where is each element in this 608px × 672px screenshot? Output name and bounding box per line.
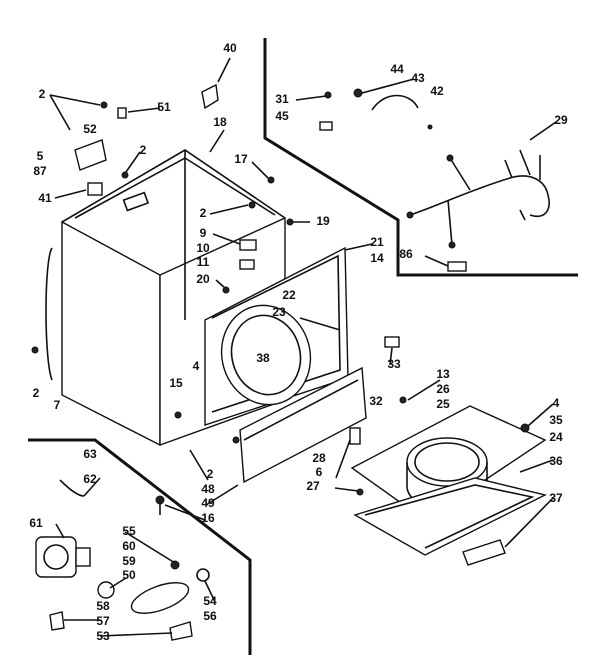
callout-label: 21 xyxy=(370,235,384,249)
callout-label: 4 xyxy=(553,396,560,410)
callout-label: 9 xyxy=(200,226,207,240)
callout-label: 57 xyxy=(96,614,110,628)
callout-label: 18 xyxy=(213,115,227,129)
callout-label: 41 xyxy=(38,191,52,205)
callout-label: 24 xyxy=(549,430,563,444)
motor-assembly xyxy=(35,479,210,641)
callout-label: 19 xyxy=(316,214,330,228)
callout-label: 87 xyxy=(33,164,47,178)
section-border-motor xyxy=(28,438,252,655)
callout-label: 29 xyxy=(554,113,568,127)
callout-label: 86 xyxy=(399,247,413,261)
hardware-parts xyxy=(31,83,530,515)
callout-label: 15 xyxy=(169,376,183,390)
callout-label: 63 xyxy=(83,447,97,461)
callout-label: 27 xyxy=(306,479,320,493)
callout-label: 38 xyxy=(256,351,270,365)
callout-label: 55 xyxy=(122,524,136,538)
callout-label: 35 xyxy=(549,413,563,427)
callout-label: 45 xyxy=(275,109,289,123)
callout-label: 11 xyxy=(197,255,210,269)
callout-label: 2 xyxy=(207,467,214,481)
callout-label: 16 xyxy=(201,511,215,525)
callout-label: 2 xyxy=(200,206,207,220)
callout-label: 56 xyxy=(203,609,217,623)
callout-label: 52 xyxy=(83,122,97,136)
callout-label: 25 xyxy=(436,397,450,411)
lint-filter xyxy=(462,539,506,566)
callout-label: 32 xyxy=(369,394,383,408)
callout-label: 44 xyxy=(390,62,404,76)
callout-label: 5 xyxy=(37,149,44,163)
callout-label: 48 xyxy=(201,482,215,496)
callout-label: 33 xyxy=(387,357,401,371)
callout-label: 60 xyxy=(122,539,136,553)
callout-label: 54 xyxy=(203,594,217,608)
callout-label: 2 xyxy=(39,87,46,101)
callout-label: 58 xyxy=(96,599,110,613)
callout-label: 42 xyxy=(430,84,444,98)
callout-label: 28 xyxy=(312,451,326,465)
callout-label: 51 xyxy=(157,100,171,114)
callout-label: 22 xyxy=(282,288,296,302)
section-border-wiring xyxy=(263,38,578,277)
top-seal xyxy=(353,477,548,556)
callout-label: 6 xyxy=(316,465,323,479)
leader-lines xyxy=(49,57,557,637)
toe-kick-panel xyxy=(239,366,367,484)
callout-label: 17 xyxy=(234,152,248,166)
callout-label: 59 xyxy=(122,554,136,568)
callout-label: 14 xyxy=(370,251,384,265)
callout-label: 37 xyxy=(549,491,563,505)
callout-label: 2 xyxy=(33,386,40,400)
callout-label: 43 xyxy=(411,71,425,85)
callout-label: 31 xyxy=(275,92,289,106)
callout-label: 62 xyxy=(83,472,97,486)
callout-label: 61 xyxy=(29,516,43,530)
callout-label: 53 xyxy=(96,629,110,643)
callout-label: 40 xyxy=(223,41,237,55)
callout-label: 2 xyxy=(140,143,147,157)
terminal-block xyxy=(319,88,433,131)
callout-label: 26 xyxy=(436,382,450,396)
wire-harness xyxy=(406,149,550,249)
callout-label: 36 xyxy=(549,454,563,468)
callout-label: 49 xyxy=(201,496,215,510)
callout-label: 23 xyxy=(272,305,286,319)
callout-label: 7 xyxy=(54,398,61,412)
callout-label: 20 xyxy=(196,272,210,286)
callout-label: 50 xyxy=(122,568,136,582)
callout-label: 10 xyxy=(196,241,210,255)
callout-label: 13 xyxy=(436,367,450,381)
callout-label: 4 xyxy=(193,359,200,373)
wire-clamp xyxy=(447,261,467,272)
